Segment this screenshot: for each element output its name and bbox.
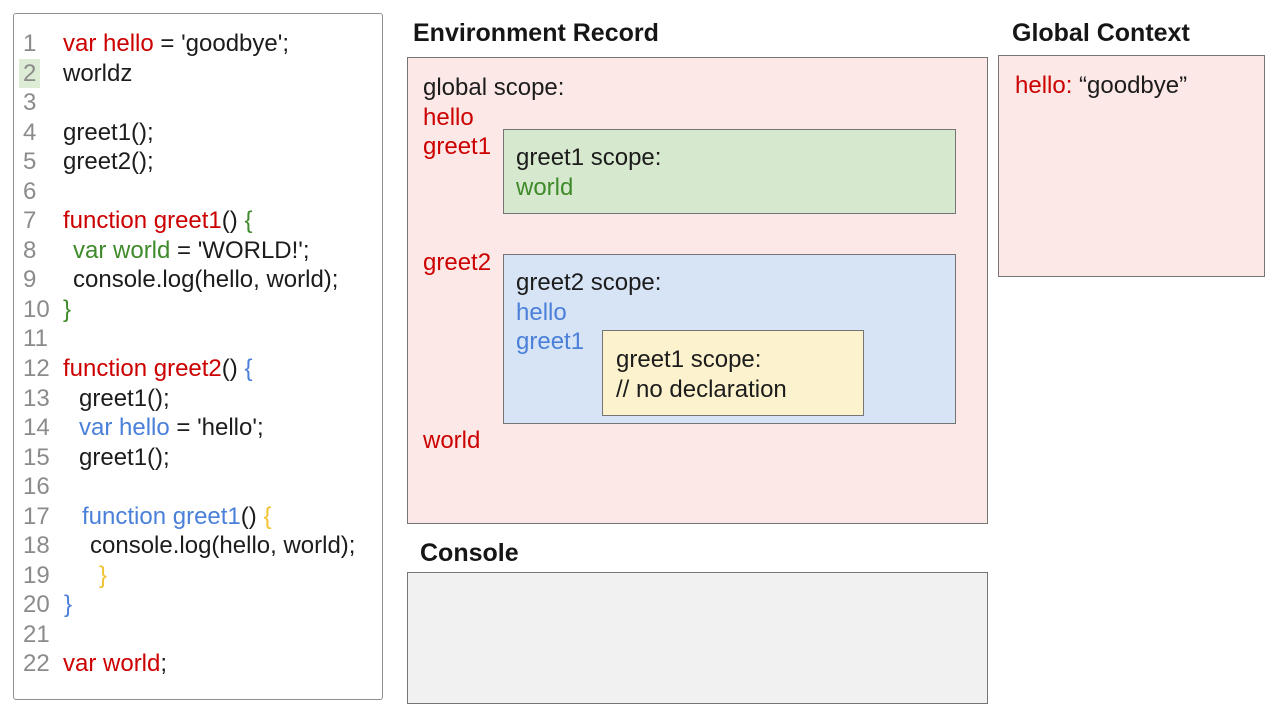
greet2-scope-title: greet2 scope: — [516, 269, 662, 296]
global-context-entry-value: “goodbye” — [1079, 72, 1188, 99]
no-declaration-comment: // no declaration — [616, 375, 787, 403]
line-number: 4 — [23, 118, 37, 146]
code-text: function greet1() { — [63, 207, 253, 235]
global-context-entry-key: hello: — [1015, 72, 1073, 99]
code-text — [63, 324, 382, 354]
code-text: var world; — [63, 650, 168, 678]
code-line: 3 — [14, 88, 382, 118]
code-text: greet1(); — [63, 118, 154, 146]
code-text: } — [99, 561, 108, 589]
greet2-scope-var-greet1: greet1 — [516, 328, 585, 356]
code-line: 12 function greet2() { — [14, 354, 382, 384]
console-title: Console — [420, 539, 519, 567]
line-number: 9 — [23, 266, 37, 294]
code-line: 5 greet2(); — [14, 147, 382, 177]
code-text: function greet2() { — [63, 355, 253, 383]
code-text: var world = 'WORLD!'; — [73, 236, 310, 264]
line-number: 11 — [23, 325, 48, 353]
greet2-scope-var-hello: hello — [516, 298, 567, 326]
global-context-box: hello: “goodbye” — [998, 55, 1265, 277]
line-number: 22 — [23, 650, 50, 678]
code-text: var hello = 'goodbye'; — [63, 30, 289, 57]
line-number: 2 — [14, 58, 63, 89]
code-line: 18 console.log(hello, world); — [14, 531, 382, 561]
line-number: 21 — [23, 620, 50, 648]
line-number: 7 — [23, 207, 37, 235]
code-line: 13 greet1(); — [14, 384, 382, 414]
environment-record-title: Environment Record — [413, 19, 659, 47]
line-number: 6 — [23, 177, 37, 205]
code-line: 16 — [14, 472, 382, 502]
code-line: 17 function greet1() { — [14, 502, 382, 532]
code-line: 20} — [14, 590, 382, 620]
inner-greet1-scope-box: greet1 scope: // no declaration — [602, 330, 864, 416]
var-world-label: world — [423, 427, 481, 454]
console-box — [407, 572, 988, 704]
env-record-box: global scope: hello greet1 greet1 scope:… — [407, 57, 988, 524]
code-text: greet1(); — [79, 384, 170, 412]
global-context-entry: hello: “goodbye” — [1015, 71, 1264, 101]
code-line: 9 console.log(hello, world); — [14, 265, 382, 295]
line-number: 3 — [23, 89, 37, 117]
var-greet2-label: greet2 — [423, 249, 492, 276]
code-text: var hello = 'hello'; — [79, 414, 264, 442]
code-text: } — [64, 591, 73, 619]
code-line: 14 var hello = 'hello'; — [14, 413, 382, 443]
code-line: 19} — [14, 561, 382, 591]
line-number: 15 — [23, 443, 50, 471]
code-text — [63, 88, 382, 118]
line-number: 13 — [23, 384, 50, 412]
inner-greet1-scope-title: greet1 scope: — [616, 346, 762, 373]
var-greet1-label: greet1 — [423, 133, 492, 161]
code-line: 10} — [14, 295, 382, 325]
code-text: console.log(hello, world); — [73, 266, 339, 294]
line-number: 18 — [23, 532, 50, 560]
var-hello-label: hello — [423, 103, 474, 131]
code-text — [63, 177, 382, 207]
greet1-scope-title: greet1 scope: — [516, 144, 662, 171]
code-line: 7 function greet1() { — [14, 206, 382, 236]
code-text: worldz — [63, 59, 133, 87]
code-line: 11 — [14, 324, 382, 354]
code-line: 4 greet1(); — [14, 118, 382, 148]
code-text — [63, 472, 382, 502]
global-scope-block: global scope: hello greet1 — [423, 73, 564, 162]
code-line: 15 greet1(); — [14, 443, 382, 473]
line-number: 14 — [23, 414, 50, 442]
line-number: 17 — [23, 502, 50, 530]
line-number: 1 — [23, 30, 37, 57]
line-number: 19 — [23, 561, 50, 589]
line-number: 12 — [23, 355, 50, 383]
code-text — [63, 620, 382, 650]
greet1-scope-var-world: world — [516, 173, 574, 201]
code-line: 6 — [14, 177, 382, 207]
code-line: 22 var world; — [14, 649, 382, 679]
greet2-scope-box: greet2 scope: hello greet1 greet1 scope:… — [503, 254, 956, 424]
line-number: 20 — [23, 591, 50, 619]
code-text: function greet1() { — [82, 502, 272, 530]
line-number: 8 — [23, 236, 37, 264]
greet1-scope-box: greet1 scope: world — [503, 129, 956, 214]
code-text: greet1(); — [79, 443, 170, 471]
global-context-title: Global Context — [1012, 19, 1190, 47]
code-text: } — [63, 295, 72, 323]
code-text: greet2(); — [63, 148, 154, 176]
global-scope-label: global scope: — [423, 74, 565, 101]
code-line: 21 — [14, 620, 382, 650]
code-text: console.log(hello, world); — [90, 532, 356, 560]
code-line: 8 var world = 'WORLD!'; — [14, 236, 382, 266]
line-number: 5 — [23, 148, 37, 176]
code-line: 1 var hello = 'goodbye'; — [14, 29, 382, 59]
line-number: 16 — [23, 473, 50, 501]
line-number: 10 — [23, 295, 50, 323]
